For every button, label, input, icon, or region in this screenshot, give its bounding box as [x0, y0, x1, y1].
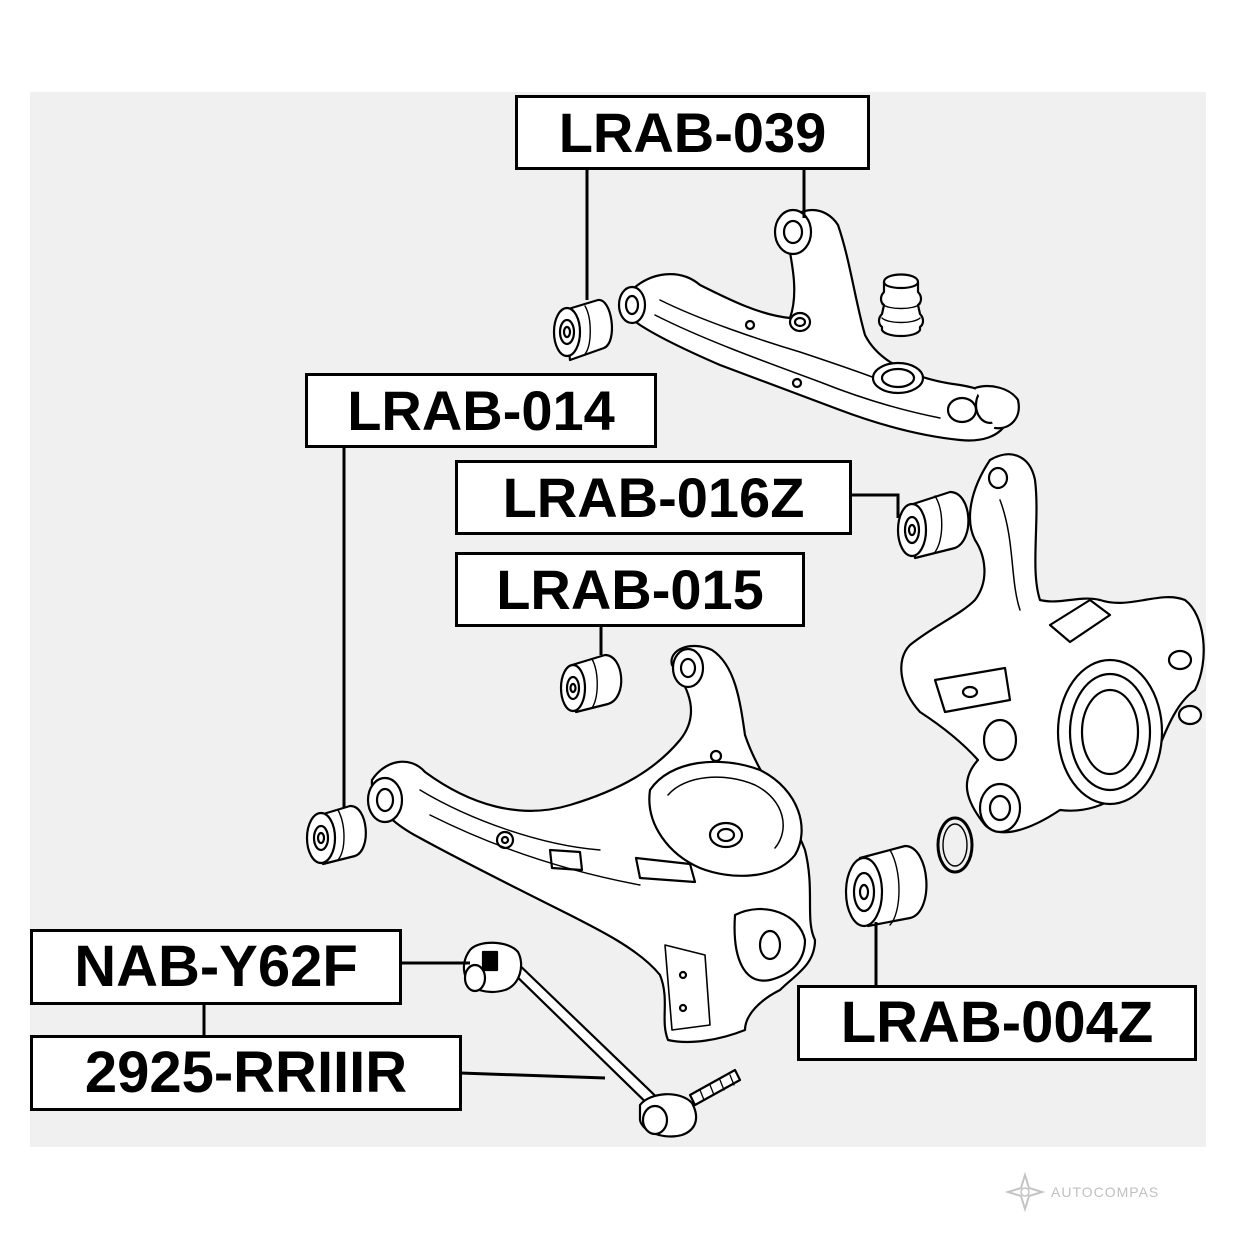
stabilizer-link: [462, 941, 742, 1138]
part-label-lrab-016z-text: LRAB-016Z: [502, 465, 805, 529]
part-label-2925-rriiir-text: 2925-RRIIIR: [84, 1040, 408, 1105]
watermark: AUTOCOMPAS: [1005, 1170, 1225, 1214]
autocompas-star-icon: [1005, 1172, 1045, 1212]
leader-lines: [202, 168, 900, 1080]
part-label-lrab-015[interactable]: LRAB-015: [455, 552, 805, 627]
part-label-lrab-004z[interactable]: LRAB-004Z: [797, 985, 1197, 1061]
part-label-lrab-004z-text: LRAB-004Z: [840, 990, 1154, 1055]
part-label-lrab-014[interactable]: LRAB-014: [305, 373, 657, 448]
part-label-nab-y62f[interactable]: NAB-Y62F: [30, 929, 402, 1005]
part-label-lrab-016z[interactable]: LRAB-016Z: [455, 460, 852, 535]
bushing-lrab-016z: [896, 490, 970, 560]
steering-knuckle: [900, 453, 1205, 834]
upper-control-arm: [617, 208, 1020, 442]
part-label-lrab-014-text: LRAB-014: [347, 378, 615, 442]
part-label-lrab-039-text: LRAB-039: [558, 100, 827, 164]
part-label-lrab-039[interactable]: LRAB-039: [515, 95, 870, 170]
bushing-lrab-004z: [844, 844, 928, 928]
watermark-text: AUTOCOMPAS: [1051, 1184, 1160, 1200]
bushing-lrab-014: [305, 804, 367, 866]
bushing-lrab-015: [559, 653, 623, 714]
part-label-2925-rriiir[interactable]: 2925-RRIIIR: [30, 1035, 462, 1111]
bushing-lrab-039: [552, 298, 613, 362]
snap-ring: [936, 816, 974, 874]
part-label-lrab-015-text: LRAB-015: [496, 557, 764, 621]
part-label-nab-y62f-text: NAB-Y62F: [74, 934, 358, 999]
bump-stop: [877, 273, 925, 338]
lower-control-arm: [366, 644, 817, 1044]
